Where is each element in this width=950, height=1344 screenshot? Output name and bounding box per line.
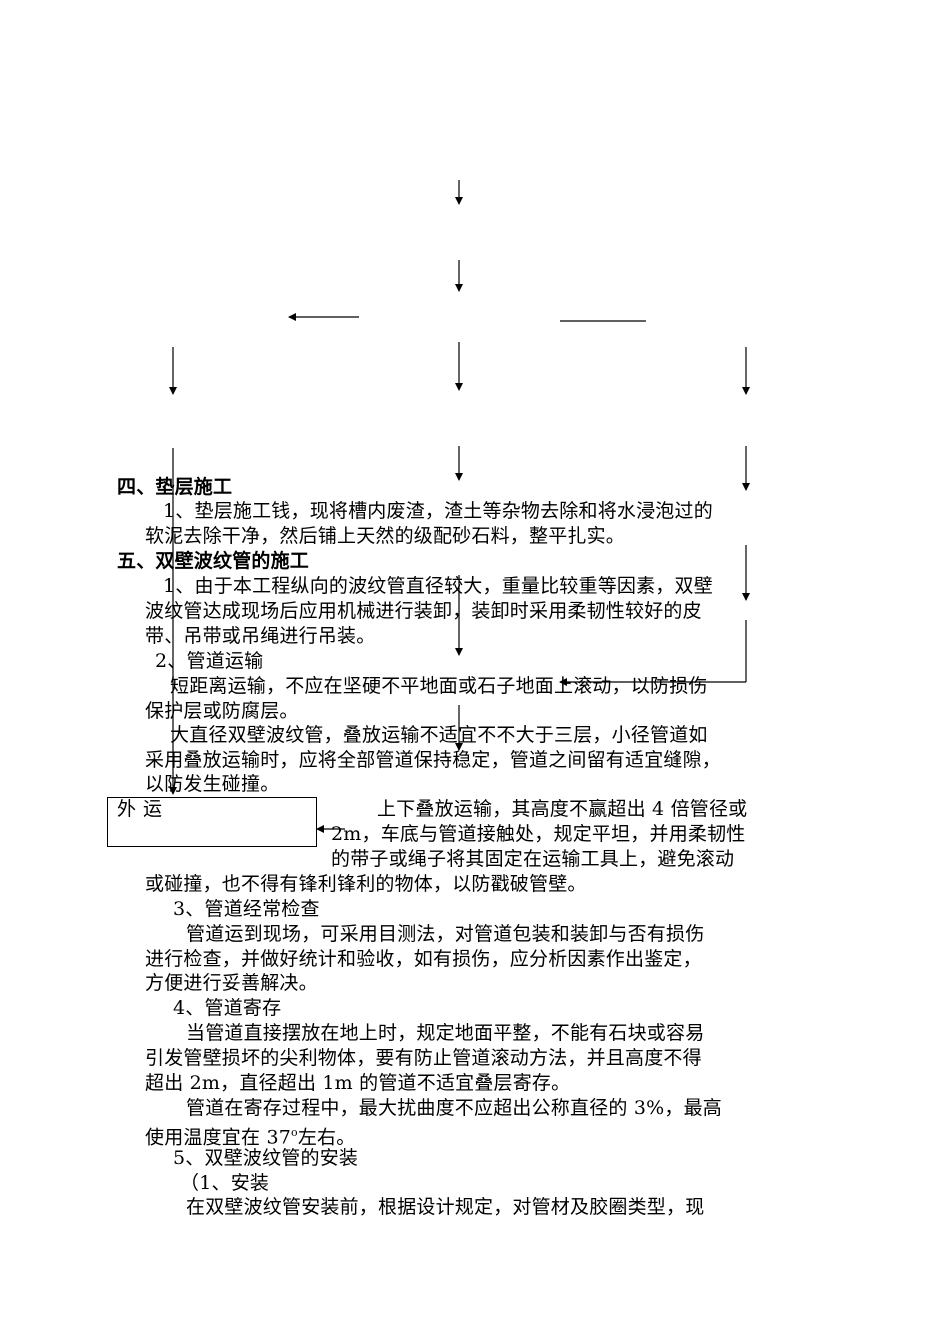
paragraph-line: 管道在寄存过程中，最大扰曲度不应超出公称直径的 3%，最高 [186,1097,722,1119]
subheading: 2、管道运输 [155,650,264,672]
paragraph-line: 超出 2m，直径超出 1m 的管道不适宜叠层寄存。 [145,1072,571,1094]
paragraph-line: 软泥去除干净，然后铺上天然的级配砂石料，整平扎实。 [145,525,626,547]
paragraph-line: 波纹管达成现场后应用机械进行装卸，装卸时采用柔韧性较好的皮 [145,600,702,622]
paragraph-line: 上下叠放运输，其高度不赢超出 4 倍管径或 [377,798,748,820]
section-heading-pipe: 五、双壁波纹管的施工 [117,550,310,572]
section-heading-cushion: 四、垫层施工 [117,476,233,498]
paragraph-line: 在双壁波纹管安装前，根据设计规定，对管材及胶圈类型，现 [186,1196,705,1218]
flow-box-label: 外 运 [117,798,163,820]
paragraph-line: 方便进行妥善解决。 [145,972,318,994]
subheading: 3、管道经常检查 [173,898,320,920]
paragraph-line: 保护层或防腐层。 [145,700,299,722]
paragraph-line: 1、由于本工程纵向的波纹管直径较大，重量比较重等因素，双壁 [163,575,713,597]
temp-text: 使用温度宜在 37 [145,1126,292,1149]
paragraph-line: 带、吊带或吊绳进行吊装。 [145,625,376,647]
paragraph-line: 进行检查，并做好统计和验收，如有损伤，应分析因素作出鉴定， [145,948,702,970]
temp-suffix: 左右。 [297,1126,356,1149]
subheading: 4、管道寄存 [173,997,282,1019]
paragraph-line: 或碰撞，也不得有锋利锋利的物体，以防戳破管壁。 [145,873,587,895]
flow-box-transport [107,797,317,847]
paragraph-line: 使用温度宜在 37o左右。 [145,1121,355,1149]
paragraph-line: 采用叠放运输时，应将全部管道保持稳定，管道之间留有适宜缝隙， [145,749,722,771]
paragraph-line: 1、垫层施工钱，现将槽内废渣，渣土等杂物去除和将水浸泡过的 [163,500,713,522]
paragraph-line: 引发管壁损坏的尖利物体，要有防止管道滚动方法，并且高度不得 [145,1047,702,1069]
subheading: （1、安装 [180,1172,270,1194]
degree-sup: o [291,1126,298,1139]
paragraph-line: 以防发生碰撞。 [145,773,280,795]
paragraph-line: 短距离运输，不应在坚硬不平地面或石子地面上滚动，以防损伤 [170,675,708,697]
paragraph-line: 的带子或绳子将其固定在运输工具上，避免滚动 [331,848,735,870]
subheading: 5、双壁波纹管的安装 [173,1147,359,1169]
paragraph-line: 大直径双壁波纹管，叠放运输不适宜不不大于三层，小径管道如 [170,724,708,746]
paragraph-line: 管道运到现场，可采用目测法，对管道包装和装卸与否有损伤 [186,923,705,945]
paragraph-line: 2m，车底与管道接触处，规定平坦，并用柔韧性 [331,823,746,845]
paragraph-line: 当管道直接摆放在地上时，规定地面平整，不能有石块或容易 [186,1022,705,1044]
